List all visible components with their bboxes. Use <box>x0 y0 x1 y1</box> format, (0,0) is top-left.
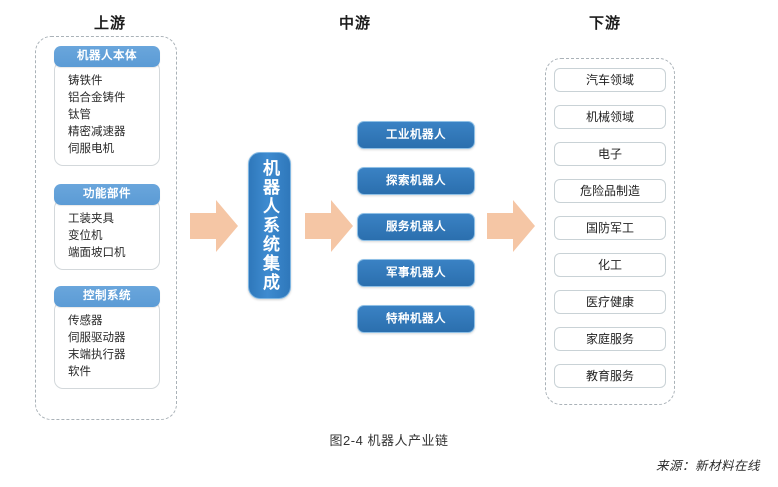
list-item: 工装夹具 <box>68 213 114 225</box>
upstream-group-control-system: 控制系统 传感器 伺服驱动器 末端执行器 软件 <box>54 286 160 389</box>
downstream-field-box: 家庭服务 <box>554 327 666 351</box>
downstream-field-box: 教育服务 <box>554 364 666 388</box>
downstream-field-box: 化工 <box>554 253 666 277</box>
downstream-field-box: 医疗健康 <box>554 290 666 314</box>
column-title-upstream: 上游 <box>93 15 126 32</box>
downstream-field-box: 国防军工 <box>554 216 666 240</box>
list-item: 端面坡口机 <box>68 247 126 259</box>
figure-caption: 图2-4 机器人产业链 <box>329 433 449 448</box>
group-header-label: 功能部件 <box>54 184 160 205</box>
downstream-field-box: 汽车领域 <box>554 68 666 92</box>
group-header-label: 控制系统 <box>54 286 160 307</box>
group-item-list: 铸铁件 铝合金铸件 钛管 精密减速器 伺服电机 <box>54 61 160 166</box>
downstream-field-box: 电子 <box>554 142 666 166</box>
list-item: 钛管 <box>68 109 91 121</box>
list-item: 变位机 <box>68 230 103 242</box>
column-title-downstream: 下游 <box>588 15 621 32</box>
downstream-field-box: 机械领域 <box>554 105 666 129</box>
list-item: 末端执行器 <box>68 349 126 361</box>
list-item: 精密减速器 <box>68 126 126 138</box>
robot-type-box: 军事机器人 <box>357 259 475 287</box>
upstream-group-robot-body: 机器人本体 铸铁件 铝合金铸件 钛管 精密减速器 伺服电机 <box>54 46 160 166</box>
source-note: 来源：新材料在线 <box>655 459 760 473</box>
downstream-field-box: 危险品制造 <box>554 179 666 203</box>
list-item: 伺服电机 <box>68 143 114 155</box>
group-item-list: 工装夹具 变位机 端面坡口机 <box>54 199 160 270</box>
upstream-group-functional-parts: 功能部件 工装夹具 变位机 端面坡口机 <box>54 184 160 270</box>
arrow-midstream-to-downstream-icon <box>487 198 535 254</box>
list-item: 伺服驱动器 <box>68 332 126 344</box>
robot-system-integration-box: 机器人系统集成 <box>248 152 291 299</box>
robot-type-box: 工业机器人 <box>357 121 475 149</box>
integration-label: 机器人系统集成 <box>260 159 279 292</box>
list-item: 铸铁件 <box>68 75 103 87</box>
upstream-container: 机器人本体 铸铁件 铝合金铸件 钛管 精密减速器 伺服电机 功能部件 工装夹具 … <box>35 36 177 420</box>
list-item: 传感器 <box>68 315 103 327</box>
group-header-label: 机器人本体 <box>54 46 160 67</box>
robot-type-box: 探索机器人 <box>357 167 475 195</box>
arrow-upstream-to-midstream-icon <box>190 198 238 254</box>
robot-type-box: 特种机器人 <box>357 305 475 333</box>
group-item-list: 传感器 伺服驱动器 末端执行器 软件 <box>54 301 160 389</box>
column-title-midstream: 中游 <box>338 15 371 32</box>
arrow-integration-to-types-icon <box>305 198 353 254</box>
list-item: 铝合金铸件 <box>68 92 126 104</box>
robot-type-box: 服务机器人 <box>357 213 475 241</box>
list-item: 软件 <box>68 366 91 378</box>
